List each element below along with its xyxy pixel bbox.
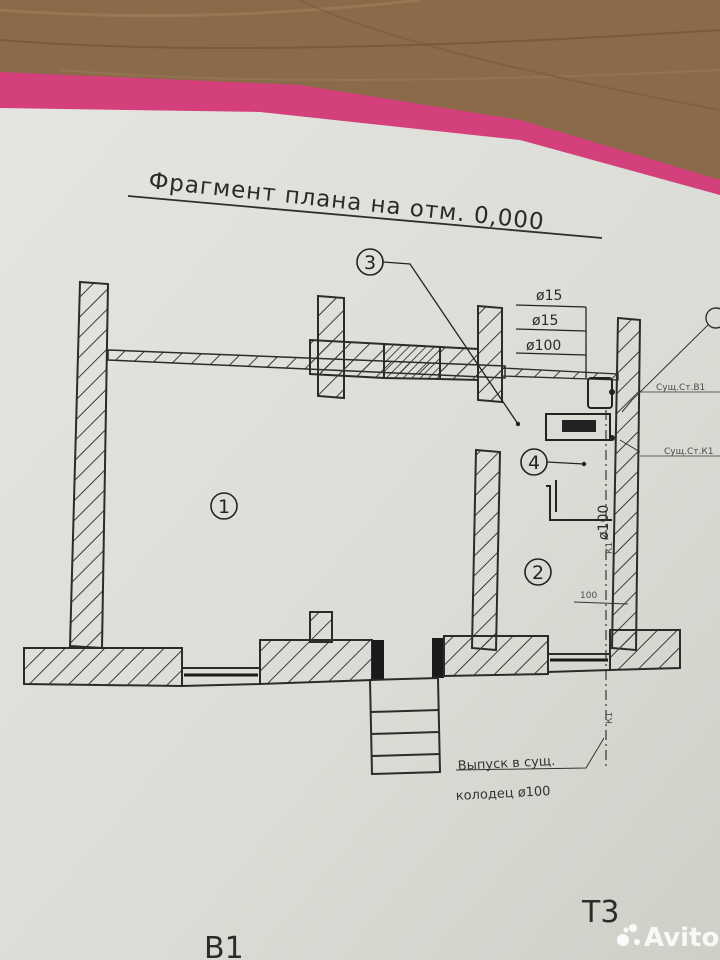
shower-fixture: [546, 485, 612, 521]
door-jamb-right: [432, 638, 444, 678]
room-2-label: 2: [532, 562, 544, 584]
column-bottom: [309, 611, 333, 643]
pipe-diameter-3: ø100: [526, 338, 561, 354]
dimension-100: 100: [573, 591, 629, 605]
riser-annotations: Сущ.Ст.В1 Сущ.Ст.К1: [619, 307, 720, 457]
wall-bottom-far-right: [609, 629, 681, 672]
bathroom-fixtures: [545, 377, 615, 770]
bottom-left-mark: В1: [204, 931, 244, 960]
room-1-marker: 1: [210, 492, 238, 520]
wall-infill: [383, 342, 441, 381]
pipe-diameter-1: ø15: [536, 288, 562, 304]
dimension-100-label: 100: [580, 591, 597, 601]
room-1-label: 1: [218, 496, 230, 518]
door-jamb-left: [372, 640, 384, 680]
avito-dot-3: [634, 939, 640, 945]
callout-4-label: 4: [528, 452, 540, 474]
wall-partition: [470, 448, 502, 652]
pipe-code-2: К1: [605, 712, 615, 724]
wall-bottom-right: [443, 635, 549, 678]
callout-3: 3: [356, 248, 521, 427]
wall-right: [610, 316, 642, 652]
avito-watermark: Avito: [617, 923, 719, 953]
column-top-right: [477, 304, 503, 404]
pipe-code-1: К1: [605, 542, 615, 554]
title-underline: [127, 195, 603, 239]
entrance-steps: [368, 676, 442, 776]
walls: [23, 280, 681, 688]
wall-bottom-left: [23, 647, 183, 688]
outlet-note-line1: Выпуск в сущ.: [457, 754, 555, 774]
avito-dot-2: [629, 924, 637, 932]
wall-bottom-mid: [259, 639, 373, 686]
wall-segment-right-top: [439, 345, 479, 382]
paper-sheet: [0, 108, 720, 960]
outlet-note: Выпуск в сущ. колодец ø100: [455, 737, 605, 804]
room-2-marker: 2: [524, 558, 552, 586]
avito-dot-4: [623, 927, 629, 933]
column-top-middle-base: [309, 338, 385, 380]
avito-wordmark: Avito: [644, 923, 719, 953]
pipe-vertical-diameter: ø100: [596, 505, 612, 540]
avito-dot-1: [617, 934, 629, 946]
pipe-diameter-2: ø15: [532, 313, 558, 329]
bottom-right-mark: Т3: [581, 895, 619, 930]
toilet-fixture: [545, 413, 611, 441]
callout-3-label: 3: [364, 252, 376, 274]
pipe-diameter-table: ø15 ø15 ø100: [515, 288, 587, 378]
callout-4: 4: [520, 448, 587, 476]
outlet-note-line2: колодец ø100: [455, 784, 550, 804]
riser-b1-label: Сущ.Ст.В1: [656, 383, 705, 393]
riser-k1-label: Сущ.Ст.К1: [664, 447, 713, 457]
